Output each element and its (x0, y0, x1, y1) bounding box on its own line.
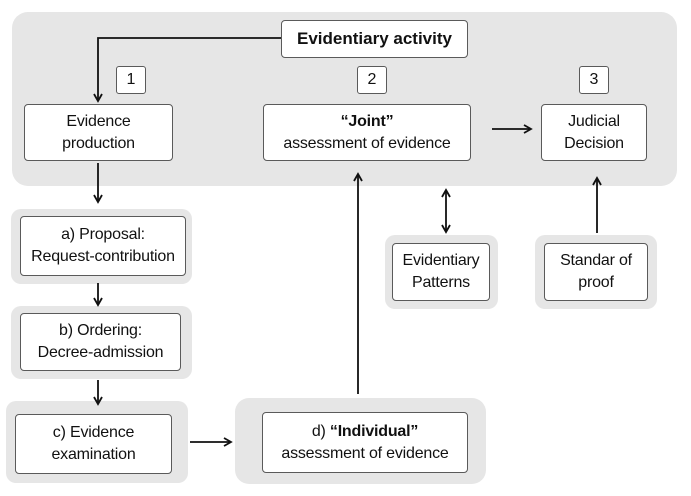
diagram-title: Evidentiary activity (281, 20, 468, 58)
standard-line1: Standar of (560, 252, 632, 269)
evidence-production-line2: production (62, 134, 135, 152)
proposal-line1: a) Proposal: (61, 226, 145, 243)
standard-of-proof-box: Standar of proof (544, 243, 648, 301)
judicial-decision-line1: Judicial (568, 112, 620, 130)
proposal-line2: Request-contribution (31, 248, 175, 265)
evidence-production-line1: Evidence (66, 112, 131, 130)
step-number-2: 2 (357, 66, 387, 94)
individual-assessment-line2: assessment of evidence (281, 444, 449, 462)
joint-bold-text: “Joint” (340, 112, 394, 130)
ordering-box: b) Ordering: Decree-admission (20, 313, 181, 371)
joint-label: “Joint” (341, 111, 394, 133)
step-number-3: 3 (579, 66, 609, 94)
individual-bold-text: “Individual” (329, 422, 419, 440)
standard-line2: proof (578, 274, 614, 291)
evidence-production-box: Evidence production (24, 104, 173, 161)
joint-assessment-box: “Joint” assessment of evidence (263, 104, 471, 161)
individual-label: d) “Individual” (311, 421, 419, 443)
step-number-1: 1 (116, 66, 146, 94)
proposal-box: a) Proposal: Request-contribution (20, 216, 186, 276)
joint-assessment-line2: assessment of evidence (283, 134, 451, 152)
judicial-decision-box: Judicial Decision (541, 104, 647, 161)
ordering-line1: b) Ordering: (59, 322, 142, 339)
examination-box: c) Evidence examination (15, 414, 172, 474)
patterns-line2: Patterns (412, 274, 470, 291)
individual-assessment-box: d) “Individual” assessment of evidence (262, 412, 468, 473)
ordering-line2: Decree-admission (37, 344, 164, 361)
evidentiary-patterns-box: Evidentiary Patterns (392, 243, 490, 301)
judicial-decision-line2: Decision (564, 134, 624, 152)
individual-prefix: d) (311, 422, 330, 440)
examination-line2: examination (51, 446, 136, 463)
patterns-line1: Evidentiary (402, 252, 480, 269)
examination-line1: c) Evidence (52, 424, 135, 441)
